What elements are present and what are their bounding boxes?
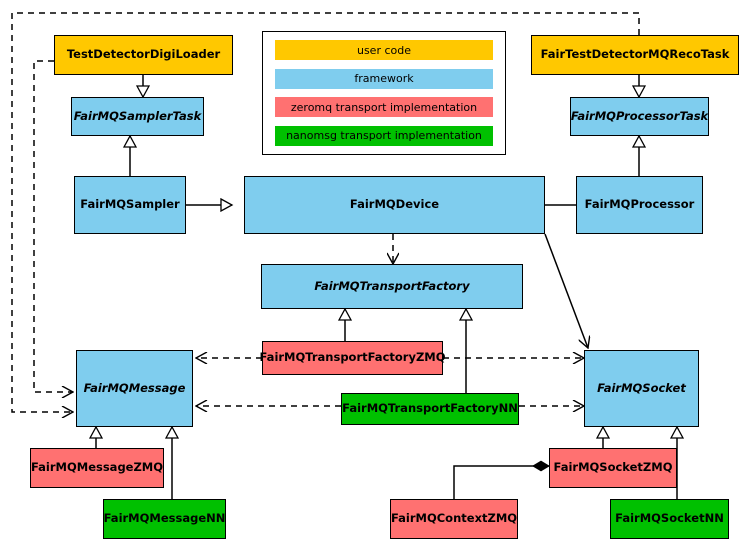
class-node-fair-mq-socket-nn[interactable]: FairMQSocketNN — [610, 499, 729, 539]
class-node-fair-mq-message-nn[interactable]: FairMQMessageNN — [103, 499, 226, 539]
class-node-fair-mq-processor[interactable]: FairMQProcessor — [576, 176, 703, 234]
class-node-fair-mq-device[interactable]: FairMQDevice — [244, 176, 545, 234]
legend-label-zeromq: zeromq transport implementation — [290, 100, 478, 114]
legend-item-user-code: user code — [275, 40, 493, 60]
legend-item-zeromq: zeromq transport implementation — [275, 97, 493, 118]
class-node-fair-mq-socket[interactable]: FairMQSocket — [584, 350, 699, 427]
edge-contextzmq-to-socketzmq — [453, 460, 550, 499]
class-node-fair-mq-sampler[interactable]: FairMQSampler — [74, 176, 186, 234]
class-node-fair-mq-message-zmq[interactable]: FairMQMessageZMQ — [30, 448, 164, 488]
edge-device-to-socket — [544, 233, 588, 348]
edge-digiloader-to-message — [33, 60, 73, 392]
class-node-fair-mq-transport-factory-zmq[interactable]: FairMQTransportFactoryZMQ — [260, 341, 446, 375]
class-node-fair-mq-sampler-task[interactable]: FairMQSamplerTask — [71, 97, 204, 136]
legend-label-framework: framework — [354, 72, 414, 86]
class-node-test-detector-digi-loader[interactable]: TestDetectorDigiLoader — [54, 35, 233, 75]
legend: user code framework zeromq transport imp… — [262, 31, 506, 155]
class-node-fair-mq-transport-factory[interactable]: FairMQTransportFactory — [261, 264, 523, 309]
legend-item-framework: framework — [275, 68, 493, 89]
legend-label-nanomsg: nanomsg transport implementation — [286, 129, 482, 143]
class-node-fair-mq-socket-zmq[interactable]: FairMQSocketZMQ — [549, 448, 677, 488]
class-node-fair-mq-transport-factory-nn[interactable]: FairMQTransportFactoryNN — [341, 393, 519, 425]
class-node-fair-mq-context-zmq[interactable]: FairMQContextZMQ — [390, 499, 518, 539]
legend-item-nanomsg: nanomsg transport implementation — [275, 125, 493, 146]
legend-label-user-code: user code — [356, 43, 412, 57]
class-node-fair-mq-message[interactable]: FairMQMessage — [76, 350, 193, 427]
edge-recotask-to-message — [11, 12, 640, 412]
class-node-fair-mq-processor-task[interactable]: FairMQProcessorTask — [570, 97, 709, 136]
class-node-fair-test-detector-mq-reco-task[interactable]: FairTestDetectorMQRecoTask — [531, 35, 739, 75]
